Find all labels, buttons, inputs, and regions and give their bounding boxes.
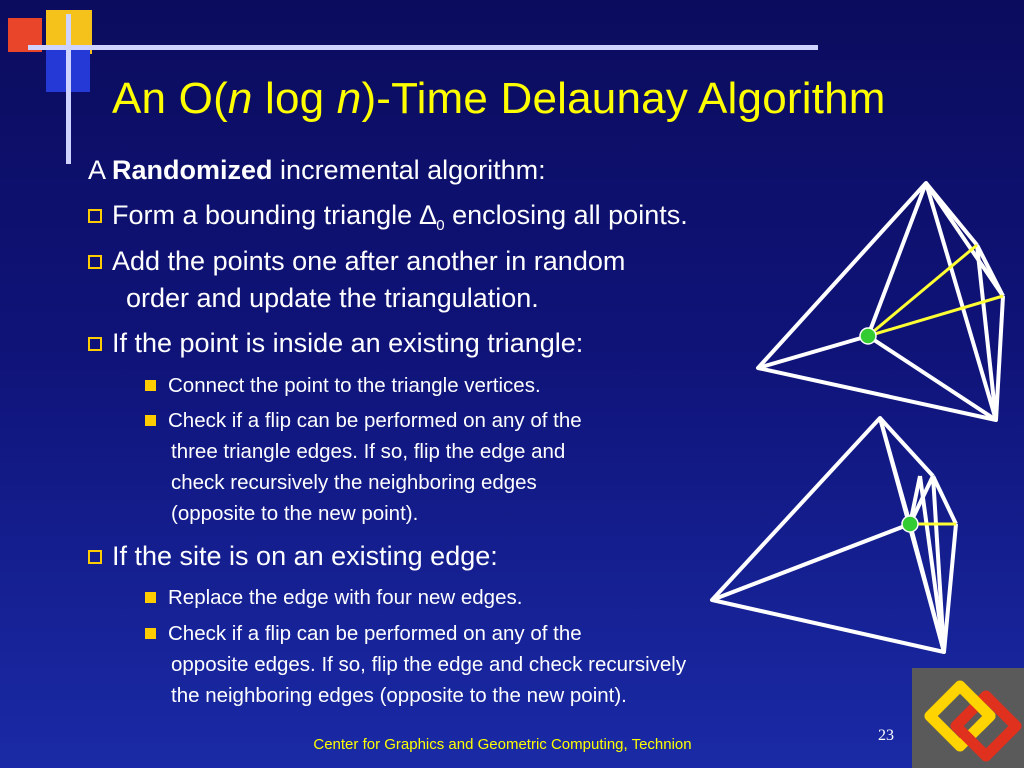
new-edge <box>867 243 978 338</box>
subbullet-connect: Connect the point to the triangle vertic… <box>145 370 541 401</box>
footer-text: Center for Graphics and Geometric Comput… <box>313 736 692 753</box>
corner-decoration <box>8 10 818 164</box>
inserted-point <box>901 515 919 533</box>
square-bullet-icon <box>145 628 156 639</box>
intro-line: A Randomized incremental algorithm: <box>88 155 546 185</box>
triangle-edges <box>710 416 946 654</box>
technion-logo <box>912 668 1024 768</box>
checkbox-bullet-icon <box>88 209 102 223</box>
subbullet-flip-triangle-cont: (opposite to the new point). <box>171 502 419 525</box>
subbullet-flip-triangle: Check if a flip can be performed on any … <box>145 405 582 436</box>
square-bullet-icon <box>145 592 156 603</box>
bullet-bounding-triangle: Form a bounding triangle ∆0 enclosing al… <box>88 198 688 243</box>
bullet-add-points-cont: order and update the triangulation. <box>126 283 539 313</box>
square-bullet-icon <box>145 380 156 391</box>
bullet-inside-triangle: If the point is inside an existing trian… <box>88 326 583 360</box>
diagram-point-in-triangle <box>756 181 1005 422</box>
bullet-on-edge: If the site is on an existing edge: <box>88 539 498 573</box>
subbullet-replace-edge: Replace the edge with four new edges. <box>145 582 522 613</box>
subbullet-flip-triangle-cont: check recursively the neighboring edges <box>171 471 537 494</box>
triangle-edges <box>756 181 998 422</box>
slide-title: An O(n log n)-Time Delaunay Algorithm <box>112 74 886 123</box>
checkbox-bullet-icon <box>88 255 102 269</box>
page-number: 23 <box>878 727 894 744</box>
bullet-add-points: Add the points one after another in rand… <box>88 244 625 278</box>
square-bullet-icon <box>145 415 156 426</box>
subbullet-flip-edges-cont: opposite edges. If so, flip the edge and… <box>171 653 687 676</box>
new-edge <box>867 294 1004 338</box>
subbullet-flip-edges: Check if a flip can be performed on any … <box>145 618 582 649</box>
checkbox-bullet-icon <box>88 337 102 351</box>
subbullet-flip-edges-cont: the neighboring edges (opposite to the n… <box>171 684 627 707</box>
subbullet-flip-triangle-cont: three triangle edges. If so, flip the ed… <box>171 440 566 463</box>
diagram-point-on-edge <box>710 416 958 654</box>
inserted-point <box>859 327 877 345</box>
checkbox-bullet-icon <box>88 550 102 564</box>
